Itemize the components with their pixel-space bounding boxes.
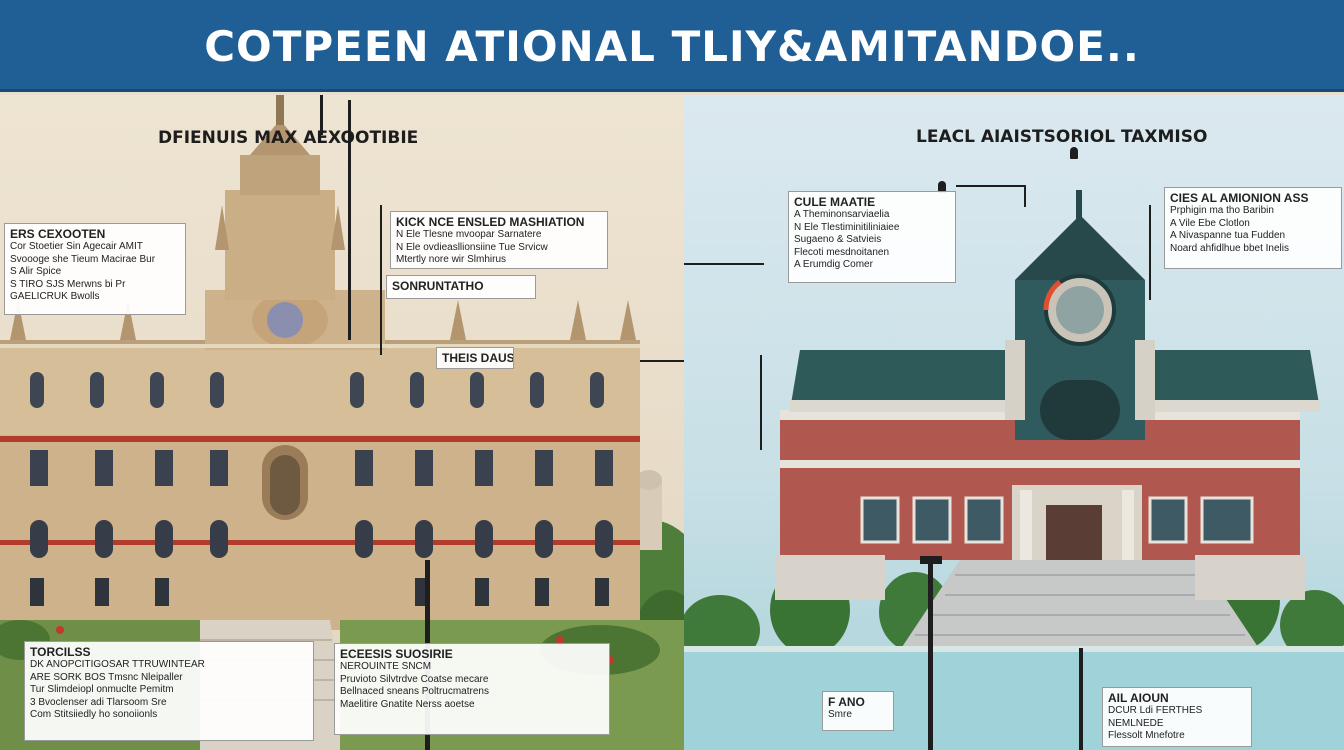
- callout-line: S TIRO SJS Merwns bi Pr: [10, 278, 126, 290]
- callout-line: Prphigin ma tho Baribin: [1170, 205, 1274, 216]
- callout-box: KICK NCE ENSLED MASHIATION N Ele Tlesne …: [390, 211, 608, 269]
- callout-line: Pruvioto Silvtrdve Coatse mecare: [340, 673, 489, 685]
- callout-box: TORCILSS DK ANOPCITIGOSAR TTRUWINTEAR AR…: [24, 641, 314, 741]
- callout-title: ECEESIS SUOSIRIE: [340, 647, 453, 661]
- callout-title: KICK NCE ENSLED MASHIATION: [396, 215, 585, 229]
- callout-title: TORCILSS: [30, 645, 91, 659]
- callout-line: N Ele Tlestiminitiliniaiee: [794, 221, 900, 233]
- callout-line: 3 Bvoclenser adi Tlarsoom Sre: [30, 696, 167, 708]
- callout-line: GAELICRUK Bwolls: [10, 291, 100, 302]
- callout-line: Svoooge she Tieum Macirae Bur: [10, 253, 156, 265]
- callout-line: Noard ahfidlhue bbet Inelis: [1170, 242, 1289, 254]
- callout-title: F ANO: [828, 695, 865, 709]
- callout-box: F ANO Smre: [822, 691, 894, 731]
- callout-line: Smre: [828, 709, 852, 720]
- callout-box: THEIS DAUS: [436, 347, 514, 369]
- callout-box: SONRUNTATHO: [386, 275, 536, 299]
- callout-line: N Ele ovdieasllionsiine Tue Srvicw: [396, 241, 548, 253]
- section-heading-right: LEACL AIAISTSORIOL TAXMISO: [916, 127, 1208, 147]
- connector-line: [684, 263, 764, 265]
- callout-line: Sugaeno & Satvieis: [794, 234, 882, 245]
- connector-line: [1149, 205, 1151, 300]
- callout-title: THEIS DAUS: [442, 351, 514, 365]
- callout-title: CIES AL AMIONION ASS: [1170, 191, 1309, 205]
- map-pin-icon: [938, 181, 946, 193]
- callout-box: AIL AIOUN DCUR Ldi FERTHES NEMLNEDE Fles…: [1102, 687, 1252, 747]
- connector-line: [640, 360, 684, 362]
- callout-line: A Theminonsarviaelia: [794, 209, 890, 220]
- callout-box: ERS CEXOOTEN Cor Stoetier Sin Agecair AM…: [4, 223, 186, 315]
- connector-line: [760, 355, 762, 450]
- callout-box: CULE MAATIE A Theminonsarviaelia N Ele T…: [788, 191, 956, 283]
- page-title: COTPEEN ATIONAL TLIY&AMITANDOE..: [204, 22, 1140, 71]
- callout-title: AIL AIOUN: [1108, 691, 1169, 705]
- callout-line: Bellnaced sneans Poltrucmatrens: [340, 686, 489, 697]
- callout-line: ARE SORK BOS Tmsnc Nleipaller: [30, 671, 183, 683]
- callout-line: N Ele Tlesne mvoopar Sarnatere: [396, 229, 542, 240]
- title-banner: COTPEEN ATIONAL TLIY&AMITANDOE..: [0, 0, 1344, 92]
- callout-line: DCUR Ldi FERTHES: [1108, 705, 1203, 716]
- callout-line: NEMLNEDE: [1108, 717, 1164, 729]
- callout-box: CIES AL AMIONION ASS Prphigin ma tho Bar…: [1164, 187, 1342, 269]
- callout-line: Mtertly nore wir Slmhirus: [396, 254, 507, 265]
- callout-line: Maelitire Gnatite Nerss aoetse: [340, 698, 475, 710]
- callout-title: SONRUNTATHO: [392, 279, 484, 293]
- right-panel: LEACL AIAISTSORIOL TAXMISO CULE MAATIE A…: [684, 95, 1344, 750]
- callout-line: Cor Stoetier Sin Agecair AMIT: [10, 241, 143, 252]
- connector-line: [320, 95, 323, 135]
- callout-line: Flecoti mesdnoitanen: [794, 246, 890, 258]
- callout-line: Tur Slimdeiopl onmuclte Pemitm: [30, 684, 174, 695]
- section-heading-left: DFIENUIS MAX AEXOOTIBIE: [158, 128, 419, 148]
- callout-line: Com Stitsiiedly ho sonoiionls: [30, 709, 158, 720]
- callout-line: DK ANOPCITIGOSAR TTRUWINTEAR: [30, 659, 205, 670]
- callout-title: ERS CEXOOTEN: [10, 227, 106, 241]
- callout-line: A Vile Ebe Clotlon: [1170, 217, 1250, 229]
- callout-title: CULE MAATIE: [794, 195, 876, 209]
- modern-municipal-building-illustration: [684, 190, 1344, 750]
- callout-line: A Erumdig Comer: [794, 259, 873, 270]
- left-panel: DFIENUIS MAX AEXOOTIBIE ERS CEXOOTEN Cor…: [0, 95, 684, 750]
- callout-line: A Nivaspanne tua Fudden: [1170, 230, 1286, 241]
- connector-line: [956, 185, 1026, 187]
- connector-line: [1024, 185, 1026, 207]
- callout-line: Flessolt Mnefotre: [1108, 730, 1185, 741]
- callout-box: ECEESIS SUOSIRIE NEROUINTE SNCM Pruvioto…: [334, 643, 610, 735]
- callout-line: S Alir Spice: [10, 266, 62, 277]
- connector-line: [380, 205, 382, 355]
- callout-line: NEROUINTE SNCM: [340, 661, 432, 672]
- map-pin-icon: [1070, 147, 1078, 159]
